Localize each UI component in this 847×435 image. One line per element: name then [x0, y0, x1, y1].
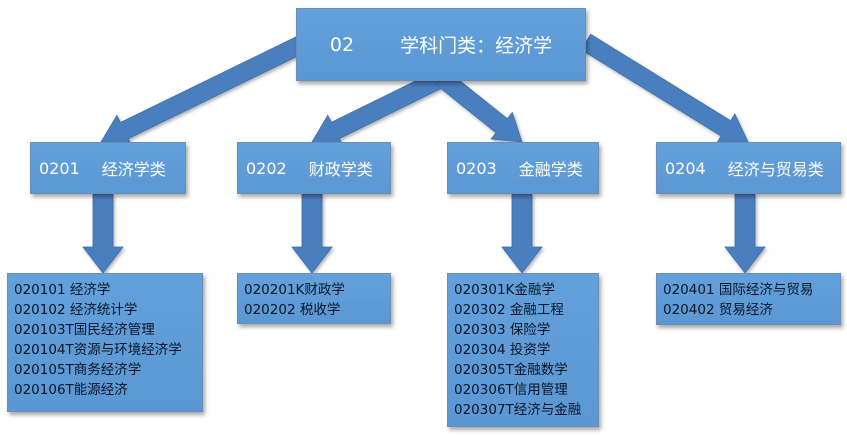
major-item: 020304 投资学: [454, 342, 551, 358]
major-item: 020302 金融工程: [454, 302, 564, 318]
major-item: 020201K财政学: [244, 282, 345, 298]
major-list-0204: 020401 国际经济与贸易 020402 贸易经济: [656, 273, 841, 325]
major-item: 020102 经济统计学: [14, 302, 138, 318]
root-node: 02 学科门类：经济学: [296, 8, 586, 81]
major-item: 020202 税收学: [244, 302, 341, 318]
major-item: 020103T国民经济管理: [14, 322, 155, 338]
category-code: 0201: [39, 158, 80, 178]
category-code: 0203: [456, 158, 497, 178]
arrow-root-to-0204: [580, 33, 749, 144]
root-label: 学科门类：经济学: [400, 35, 553, 57]
arrow-0204-to-majors: [724, 193, 766, 274]
arrow-root-to-0203: [435, 70, 523, 143]
major-item: 020305T金融数学: [454, 362, 568, 378]
major-item: 020402 贸易经济: [663, 302, 773, 318]
category-node-0203: 0203 金融学类: [447, 142, 599, 194]
major-item: 020101 经济学: [14, 282, 111, 298]
major-item: 020307T经济与金融: [454, 402, 582, 418]
major-item: 020301K金融学: [454, 282, 555, 298]
arrow-0201-to-majors: [82, 193, 124, 274]
major-list-0201: 020101 经济学 020102 经济统计学 020103T国民经济管理 02…: [7, 273, 203, 412]
arrow-0202-to-majors: [291, 193, 333, 274]
arrow-root-to-0202: [311, 69, 447, 147]
major-item: 020401 国际经济与贸易: [663, 282, 814, 298]
category-label: 经济与贸易类: [727, 160, 824, 179]
major-item: 020104T资源与环境经济学: [14, 342, 182, 358]
category-node-0204: 0204 经济与贸易类: [656, 142, 841, 194]
root-code: 02: [329, 33, 355, 56]
category-node-0201: 0201 经济学类: [30, 142, 186, 194]
major-item: 020306T信用管理: [454, 382, 568, 398]
major-item: 020303 保险学: [454, 322, 551, 338]
major-item: 020105T商务经济学: [14, 362, 142, 378]
category-label: 财政学类: [308, 160, 373, 179]
major-item: 020106T能源经济: [14, 382, 128, 398]
major-list-0202: 020201K财政学 020202 税收学: [237, 273, 391, 324]
category-code: 0204: [665, 158, 706, 178]
arrow-root-to-0201: [100, 36, 305, 147]
category-code: 0202: [246, 158, 287, 178]
category-label: 金融学类: [518, 160, 583, 179]
category-label: 经济学类: [101, 160, 166, 179]
arrow-0203-to-majors: [501, 193, 543, 274]
category-node-0202: 0202 财政学类: [237, 142, 391, 194]
major-list-0203: 020301K金融学 020302 金融工程 020303 保险学 020304…: [447, 273, 599, 427]
